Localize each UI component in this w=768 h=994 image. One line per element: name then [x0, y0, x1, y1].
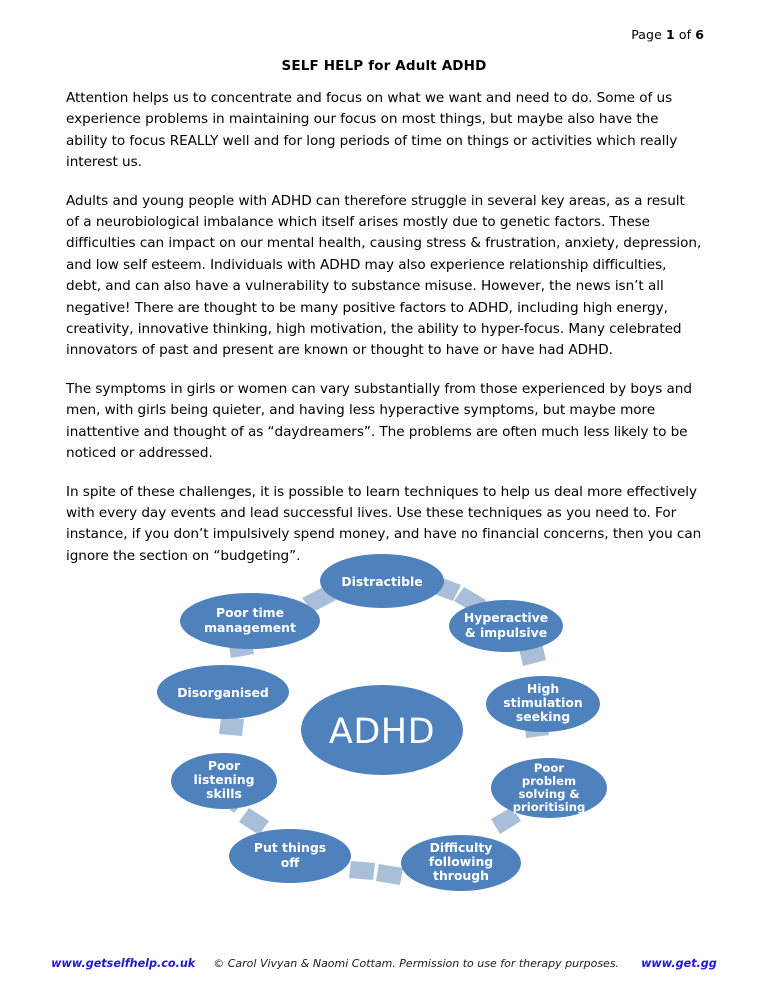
node-difficulty-following-through-line-3: through: [433, 868, 489, 883]
node-put-things-off-line-2: off: [281, 855, 301, 870]
page-number-mid: of: [674, 27, 696, 42]
node-distractible-line-1: Distractible: [341, 574, 422, 589]
node-poor-problem-solving-line-2: problem: [522, 774, 576, 788]
footer-link-getgg[interactable]: www.get.gg: [641, 957, 717, 970]
paragraph-2: Adults and young people with ADHD can th…: [66, 192, 702, 359]
center-node-adhd: ADHD: [301, 685, 463, 775]
node-disorganised-line-1: Disorganised: [177, 685, 268, 700]
node-poor-listening-skills-line-1: Poor: [208, 758, 241, 773]
node-disorganised: Disorganised: [157, 665, 289, 719]
node-high-stimulation-seeking: High stimulation seeking: [486, 676, 600, 732]
node-poor-time-management: Poor time management: [180, 593, 320, 649]
node-hyperactive-impulsive: Hyperactive & impulsive: [449, 600, 563, 652]
node-high-stimulation-seeking-line-1: High: [527, 681, 559, 696]
node-distractible: Distractible: [320, 554, 444, 608]
paragraph-1: Attention helps us to concentrate and fo…: [66, 90, 678, 171]
page-number: Page 1 of 6: [631, 27, 704, 42]
node-poor-listening-skills: Poor listening skills: [171, 753, 277, 809]
node-put-things-off: Put things off: [229, 829, 351, 883]
page-footer: www.getselfhelp.co.uk © Carol Vivyan & Na…: [0, 957, 768, 970]
node-poor-problem-solving-line-4: prioritising: [513, 800, 586, 814]
node-hyperactive-impulsive-line-2: & impulsive: [465, 625, 547, 640]
node-difficulty-following-through: Difficulty following through: [401, 835, 521, 891]
node-poor-listening-skills-line-3: skills: [206, 786, 242, 801]
node-difficulty-following-through-line-2: following: [429, 854, 493, 869]
node-poor-problem-solving-line-3: solving &: [518, 787, 579, 801]
page-title: SELF HELP for Adult ADHD: [281, 58, 487, 74]
adhd-cycle-diagram: ADHD Distractible Hyperactive & impulsiv…: [120, 538, 650, 913]
node-poor-time-management-line-2: management: [204, 620, 296, 635]
node-poor-listening-skills-line-2: listening: [194, 772, 255, 787]
node-poor-problem-solving-line-1: Poor: [534, 761, 564, 775]
page-number-total: 6: [695, 27, 704, 42]
node-poor-problem-solving: Poor problem solving & prioritising: [491, 758, 607, 818]
node-hyperactive-impulsive-line-1: Hyperactive: [464, 610, 548, 625]
paragraph-3: The symptoms in girls or women can vary …: [66, 380, 692, 462]
center-node-label: ADHD: [329, 712, 435, 752]
footer-copyright: © Carol Vivyan & Naomi Cottam. Permissio…: [213, 957, 620, 970]
page-number-current: 1: [665, 27, 675, 42]
paragraph-4: In spite of these challenges, it is poss…: [66, 483, 702, 564]
node-difficulty-following-through-line-1: Difficulty: [430, 840, 493, 855]
node-high-stimulation-seeking-line-3: seeking: [516, 709, 570, 724]
page-number-prefix: Page: [631, 27, 666, 42]
node-put-things-off-line-1: Put things: [254, 840, 326, 855]
body-text: Attention helps us to concentrate and fo…: [66, 88, 702, 567]
footer-link-getselfhelp[interactable]: www.getselfhelp.co.uk: [51, 957, 196, 970]
node-poor-time-management-line-1: Poor time: [216, 605, 284, 620]
node-high-stimulation-seeking-line-2: stimulation: [503, 695, 582, 710]
